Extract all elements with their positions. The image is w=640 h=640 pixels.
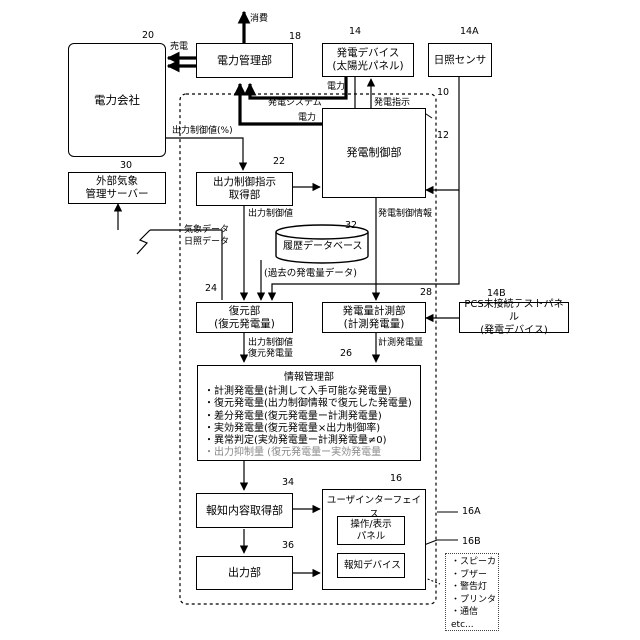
info-item: ・計測発電量(計測して入手可能な発電量)	[204, 386, 420, 398]
past-gen-data-label: (過去の発電量データ)	[264, 268, 357, 279]
sunshine-sensor-box: 日照センサ	[428, 43, 492, 77]
ref-14B: 14B	[487, 288, 506, 299]
ref-16: 16	[390, 473, 402, 484]
sunshine-sensor-label: 日照センサ	[434, 53, 487, 67]
edge-power-a: 電力	[327, 82, 345, 93]
meter-label-1: 発電量計測部	[343, 305, 406, 318]
device-item: ・スピーカ	[451, 556, 498, 569]
notify-acq-label: 報知内容取得部	[206, 504, 283, 518]
ref-10: 10	[437, 87, 449, 98]
notify-acq-box: 報知内容取得部	[196, 493, 293, 528]
history-db-label: 履歴データベース	[283, 241, 363, 252]
ref-12: 12	[437, 130, 449, 141]
ref-36: 36	[282, 540, 294, 551]
ref-30: 30	[120, 160, 132, 171]
ref-18: 18	[289, 31, 301, 42]
ref-28: 28	[420, 287, 432, 298]
ref-14: 14	[349, 26, 361, 37]
device-item: etc...	[451, 619, 498, 632]
meter-label-2: (計測発電量)	[344, 318, 405, 331]
device-item: ・通信	[451, 606, 498, 619]
gen-control-box: 発電制御部	[322, 108, 426, 198]
ref-26: 26	[340, 348, 352, 359]
info-item: ・復元発電量(出力制御情報で復元した発電量)	[204, 398, 420, 410]
pcs-label-2: (発電デバイス)	[480, 324, 548, 337]
edge-measured-gen: 計測発電量	[378, 338, 423, 349]
edge-weather-data: 気象データ	[184, 225, 229, 236]
ref-14A: 14A	[460, 26, 479, 37]
arrow-output-ctrl-pct	[165, 138, 243, 170]
ref-24: 24	[205, 283, 217, 294]
device-item: ・ブザー	[451, 569, 498, 582]
power-company-label: 電力会社	[94, 93, 140, 107]
ref-20: 20	[142, 30, 154, 41]
output-ctrl-label-1: 出力制御指示	[213, 176, 276, 189]
edge-sell-power: 売電	[170, 42, 188, 53]
device-list: ・スピーカ ・ブザー ・警告灯 ・プリンタ ・通信 etc...	[445, 553, 499, 631]
edge-restored-gen: 復元発電量	[248, 349, 293, 360]
gen-device-box: 発電デバイス (太陽光パネル)	[322, 43, 414, 77]
gen-control-label: 発電制御部	[347, 146, 402, 160]
gen-device-label-1: 発電デバイス	[337, 47, 400, 60]
info-mgmt-box: 情報管理部 ・計測発電量(計測して入手可能な発電量) ・復元発電量(出力制御情報…	[197, 365, 421, 461]
info-item: ・異常判定(実効発電量ー計測発電量≠0)	[204, 435, 420, 447]
info-item: ・実効発電量(復元発電量×出力制御率)	[204, 423, 420, 435]
edge-gen-instruction: 発電指示	[374, 98, 410, 109]
edge-output-ctrl-a: 出力制御値	[248, 209, 293, 220]
output-ctrl-box: 出力制御指示 取得部	[196, 172, 293, 206]
ref-22: 22	[273, 156, 285, 167]
power-mgmt-box: 電力管理部	[196, 43, 293, 78]
ref-34: 34	[282, 477, 294, 488]
edge-output-ctrl-b: 出力制御値	[248, 338, 293, 349]
notify-device-box: 報知デバイス	[337, 553, 405, 578]
ref-32: 32	[345, 220, 357, 231]
pcs-test-panel-box: PCS未接続テストパネル (発電デバイス)	[459, 302, 569, 333]
edge-power-b: 電力	[298, 113, 316, 124]
device-item: ・プリンタ	[451, 594, 498, 607]
op-panel-label-2: パネル	[357, 531, 386, 543]
info-item: ・差分発電量(復元発電量ー計測発電量)	[204, 411, 420, 423]
wireless-link	[137, 230, 150, 254]
edge-gen-system: 発電システム	[268, 98, 322, 109]
restore-label-2: (復元発電量)	[214, 318, 275, 331]
restore-label-1: 復元部	[229, 305, 261, 318]
pcs-label-1: PCS未接続テストパネル	[460, 298, 568, 324]
edge-output-ctrl-pct: 出力制御値(%)	[172, 126, 233, 137]
op-panel-label-1: 操作/表示	[350, 519, 391, 531]
output-ctrl-label-2: 取得部	[229, 189, 261, 202]
weather-server-label-2: 管理サーバー	[86, 188, 149, 201]
edge-consumption: 消費	[250, 14, 268, 25]
output-unit-box: 出力部	[196, 556, 293, 590]
restore-box: 復元部 (復元発電量)	[196, 302, 293, 333]
output-unit-label: 出力部	[228, 566, 261, 580]
gen-device-label-2: (太陽光パネル)	[332, 60, 403, 73]
device-item: ・警告灯	[451, 581, 498, 594]
power-company-box: 電力会社	[68, 43, 166, 157]
edge-gen-ctrl-info: 発電制御情報	[378, 209, 432, 220]
ref-16A: 16A	[462, 506, 481, 517]
power-mgmt-label: 電力管理部	[217, 54, 272, 68]
meter-box: 発電量計測部 (計測発電量)	[322, 302, 426, 333]
notify-device-label: 報知デバイス	[344, 559, 401, 573]
info-item-gray: ・出力抑制量 (復元発電量ー実効発電量	[204, 447, 420, 459]
weather-server-label-1: 外部気象	[96, 175, 138, 188]
info-mgmt-title: 情報管理部	[204, 372, 420, 384]
weather-server-box: 外部気象 管理サーバー	[68, 172, 166, 204]
ref-16B: 16B	[462, 536, 481, 547]
op-panel-box: 操作/表示 パネル	[337, 516, 405, 545]
edge-sunshine-data: 日照データ	[184, 237, 229, 248]
